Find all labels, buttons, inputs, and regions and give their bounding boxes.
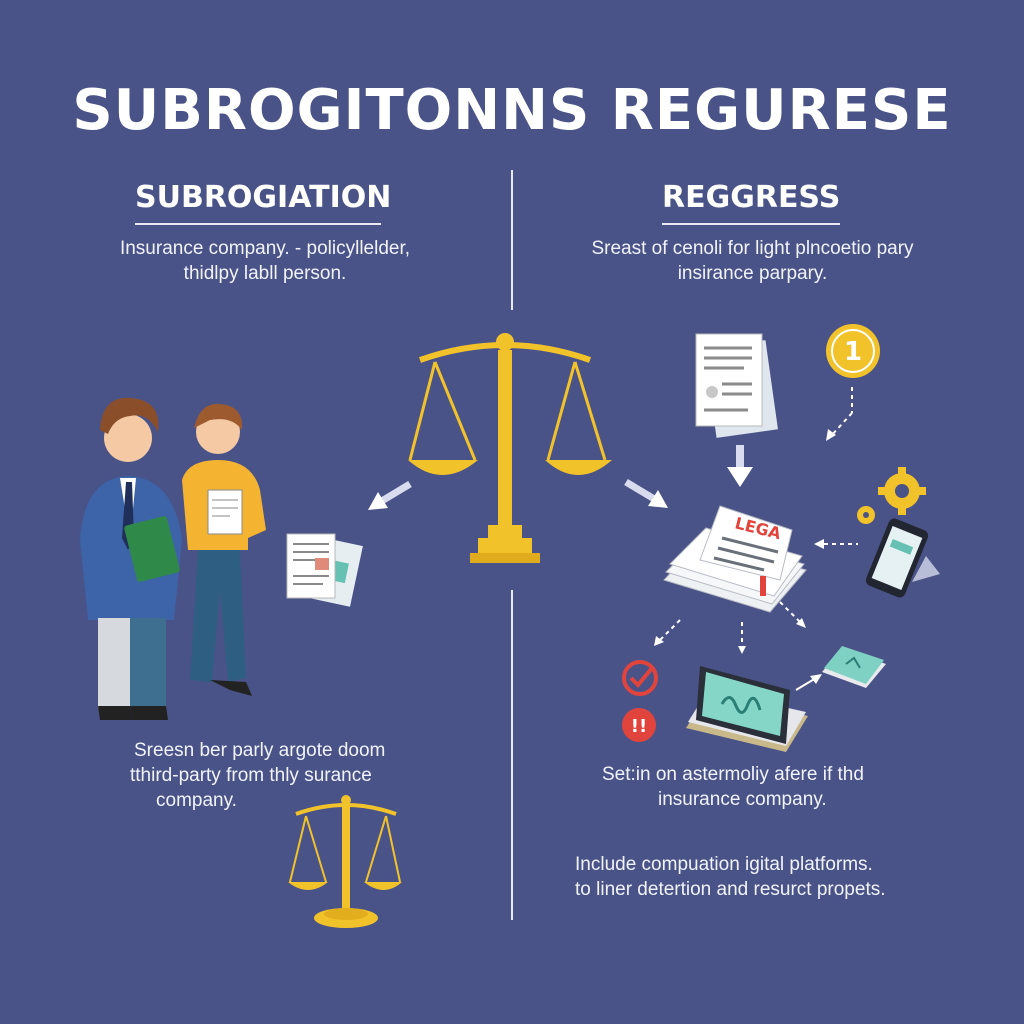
regress-intro-line2: insirance parpary. [677, 263, 828, 284]
subrogation-caption: Sreesn ber parly argote doom tthird-part… [130, 738, 430, 813]
policyholder-figure [182, 403, 266, 696]
subrogation-intro-line2: thidlpy labll person. [183, 263, 347, 284]
page-title: SUBROGITONNS REGURESE [72, 78, 952, 143]
arrow-to-card-icon [795, 674, 822, 691]
subrogation-intro: Insurance company. - policyllelder, thid… [100, 236, 430, 286]
regress-caption-line1: Set:in on astermoliy afere if thd [602, 764, 864, 785]
legal-documents-icon: LEGA [663, 505, 807, 613]
arrow-right-icon [624, 478, 668, 508]
center-divider-bottom [511, 590, 513, 920]
dashed-arrow-coin [826, 387, 853, 441]
balance-scale-icon [408, 333, 612, 563]
regress-note: Include compuation igital platforms. to … [575, 852, 935, 902]
insurer-figure [80, 397, 182, 720]
alert-glyph: !! [631, 716, 647, 737]
regress-note-line1: Include compuation igital platforms. [575, 854, 873, 875]
arrow-down-icon [727, 445, 753, 487]
regress-caption-line2: insurance company. [658, 789, 827, 810]
gear-icon [857, 467, 926, 524]
regress-caption: Set:in on astermoliy afere if thd insura… [590, 762, 920, 812]
subrogation-heading: SUBROGIATION [135, 180, 391, 225]
arrow-left-icon [368, 480, 412, 510]
dashed-arrow-phone [814, 539, 858, 549]
people-illustration [80, 397, 266, 720]
regress-note-line2: to liner detertion and resurct propets. [575, 879, 886, 900]
checkmark-icon [622, 660, 658, 696]
center-divider-top [511, 170, 513, 310]
subrogation-caption-line2: tthird-party from thly surance [130, 765, 372, 786]
coin-glyph: 1 [844, 337, 862, 367]
laptop-icon [686, 666, 808, 752]
dashed-arrows-lower [654, 601, 806, 654]
smartphone-icon [865, 518, 940, 598]
alert-icon: !! [622, 708, 656, 742]
regress-heading: REGGRESS [662, 180, 840, 225]
document-icon [286, 533, 363, 607]
card-icon [822, 646, 886, 688]
regress-intro: Sreast of cenoli for light plncoetio par… [580, 236, 925, 286]
report-document-icon [695, 333, 778, 438]
regress-intro-line1: Sreast of cenoli for light plncoetio par… [591, 238, 914, 259]
small-balance-scale-icon [288, 795, 402, 928]
coin-icon: 1 [826, 324, 880, 378]
subrogation-caption-line3: company. [156, 790, 237, 811]
subrogation-intro-line1: Insurance company. - policyllelder, [119, 238, 411, 259]
subrogation-caption-line1: Sreesn ber parly argote doom [134, 740, 386, 761]
